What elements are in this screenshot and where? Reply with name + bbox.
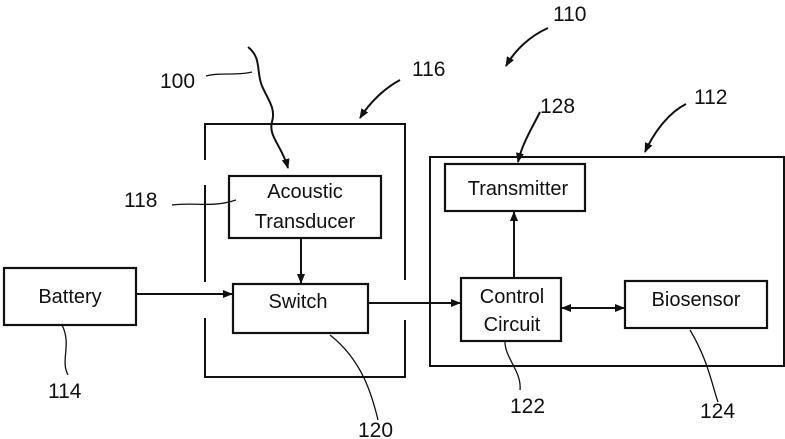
leader-110	[506, 28, 548, 66]
ref-116: 116	[412, 58, 445, 81]
transmitter-block: Transmitter	[445, 164, 585, 211]
ref-120: 120	[358, 419, 393, 439]
leader-100	[206, 72, 252, 76]
control-circuit-label-line1: Control	[480, 286, 544, 308]
biosensor-block: Biosensor	[625, 281, 767, 328]
switch-label: Switch	[269, 291, 328, 313]
leader-116	[360, 80, 400, 118]
leader-112	[645, 104, 686, 152]
ref-122: 122	[510, 395, 545, 418]
battery-label: Battery	[38, 286, 101, 308]
ref-100: 100	[160, 70, 195, 93]
leader-128	[518, 112, 540, 162]
ref-112: 112	[694, 86, 727, 109]
acoustic-transducer-label-line2: Transducer	[255, 211, 356, 233]
ref-128: 128	[540, 95, 575, 118]
ref-124: 124	[700, 400, 735, 423]
acoustic-transducer-label-line1: Acoustic	[267, 181, 343, 203]
ref-114: 114	[48, 380, 82, 403]
switch-block: Switch	[233, 284, 368, 333]
transmitter-label: Transmitter	[468, 178, 569, 200]
acoustic-signal-arrow	[248, 47, 288, 168]
control-circuit-block: Control Circuit	[461, 278, 561, 341]
control-circuit-label-line2: Circuit	[484, 314, 541, 336]
acoustic-transducer-block: Acoustic Transducer	[229, 176, 381, 238]
enclosure-116	[205, 124, 405, 377]
battery-block: Battery	[4, 268, 136, 325]
leader-114	[62, 325, 68, 375]
ref-118: 118	[124, 189, 157, 212]
biosensor-label: Biosensor	[652, 289, 741, 311]
ref-110: 110	[553, 3, 586, 26]
